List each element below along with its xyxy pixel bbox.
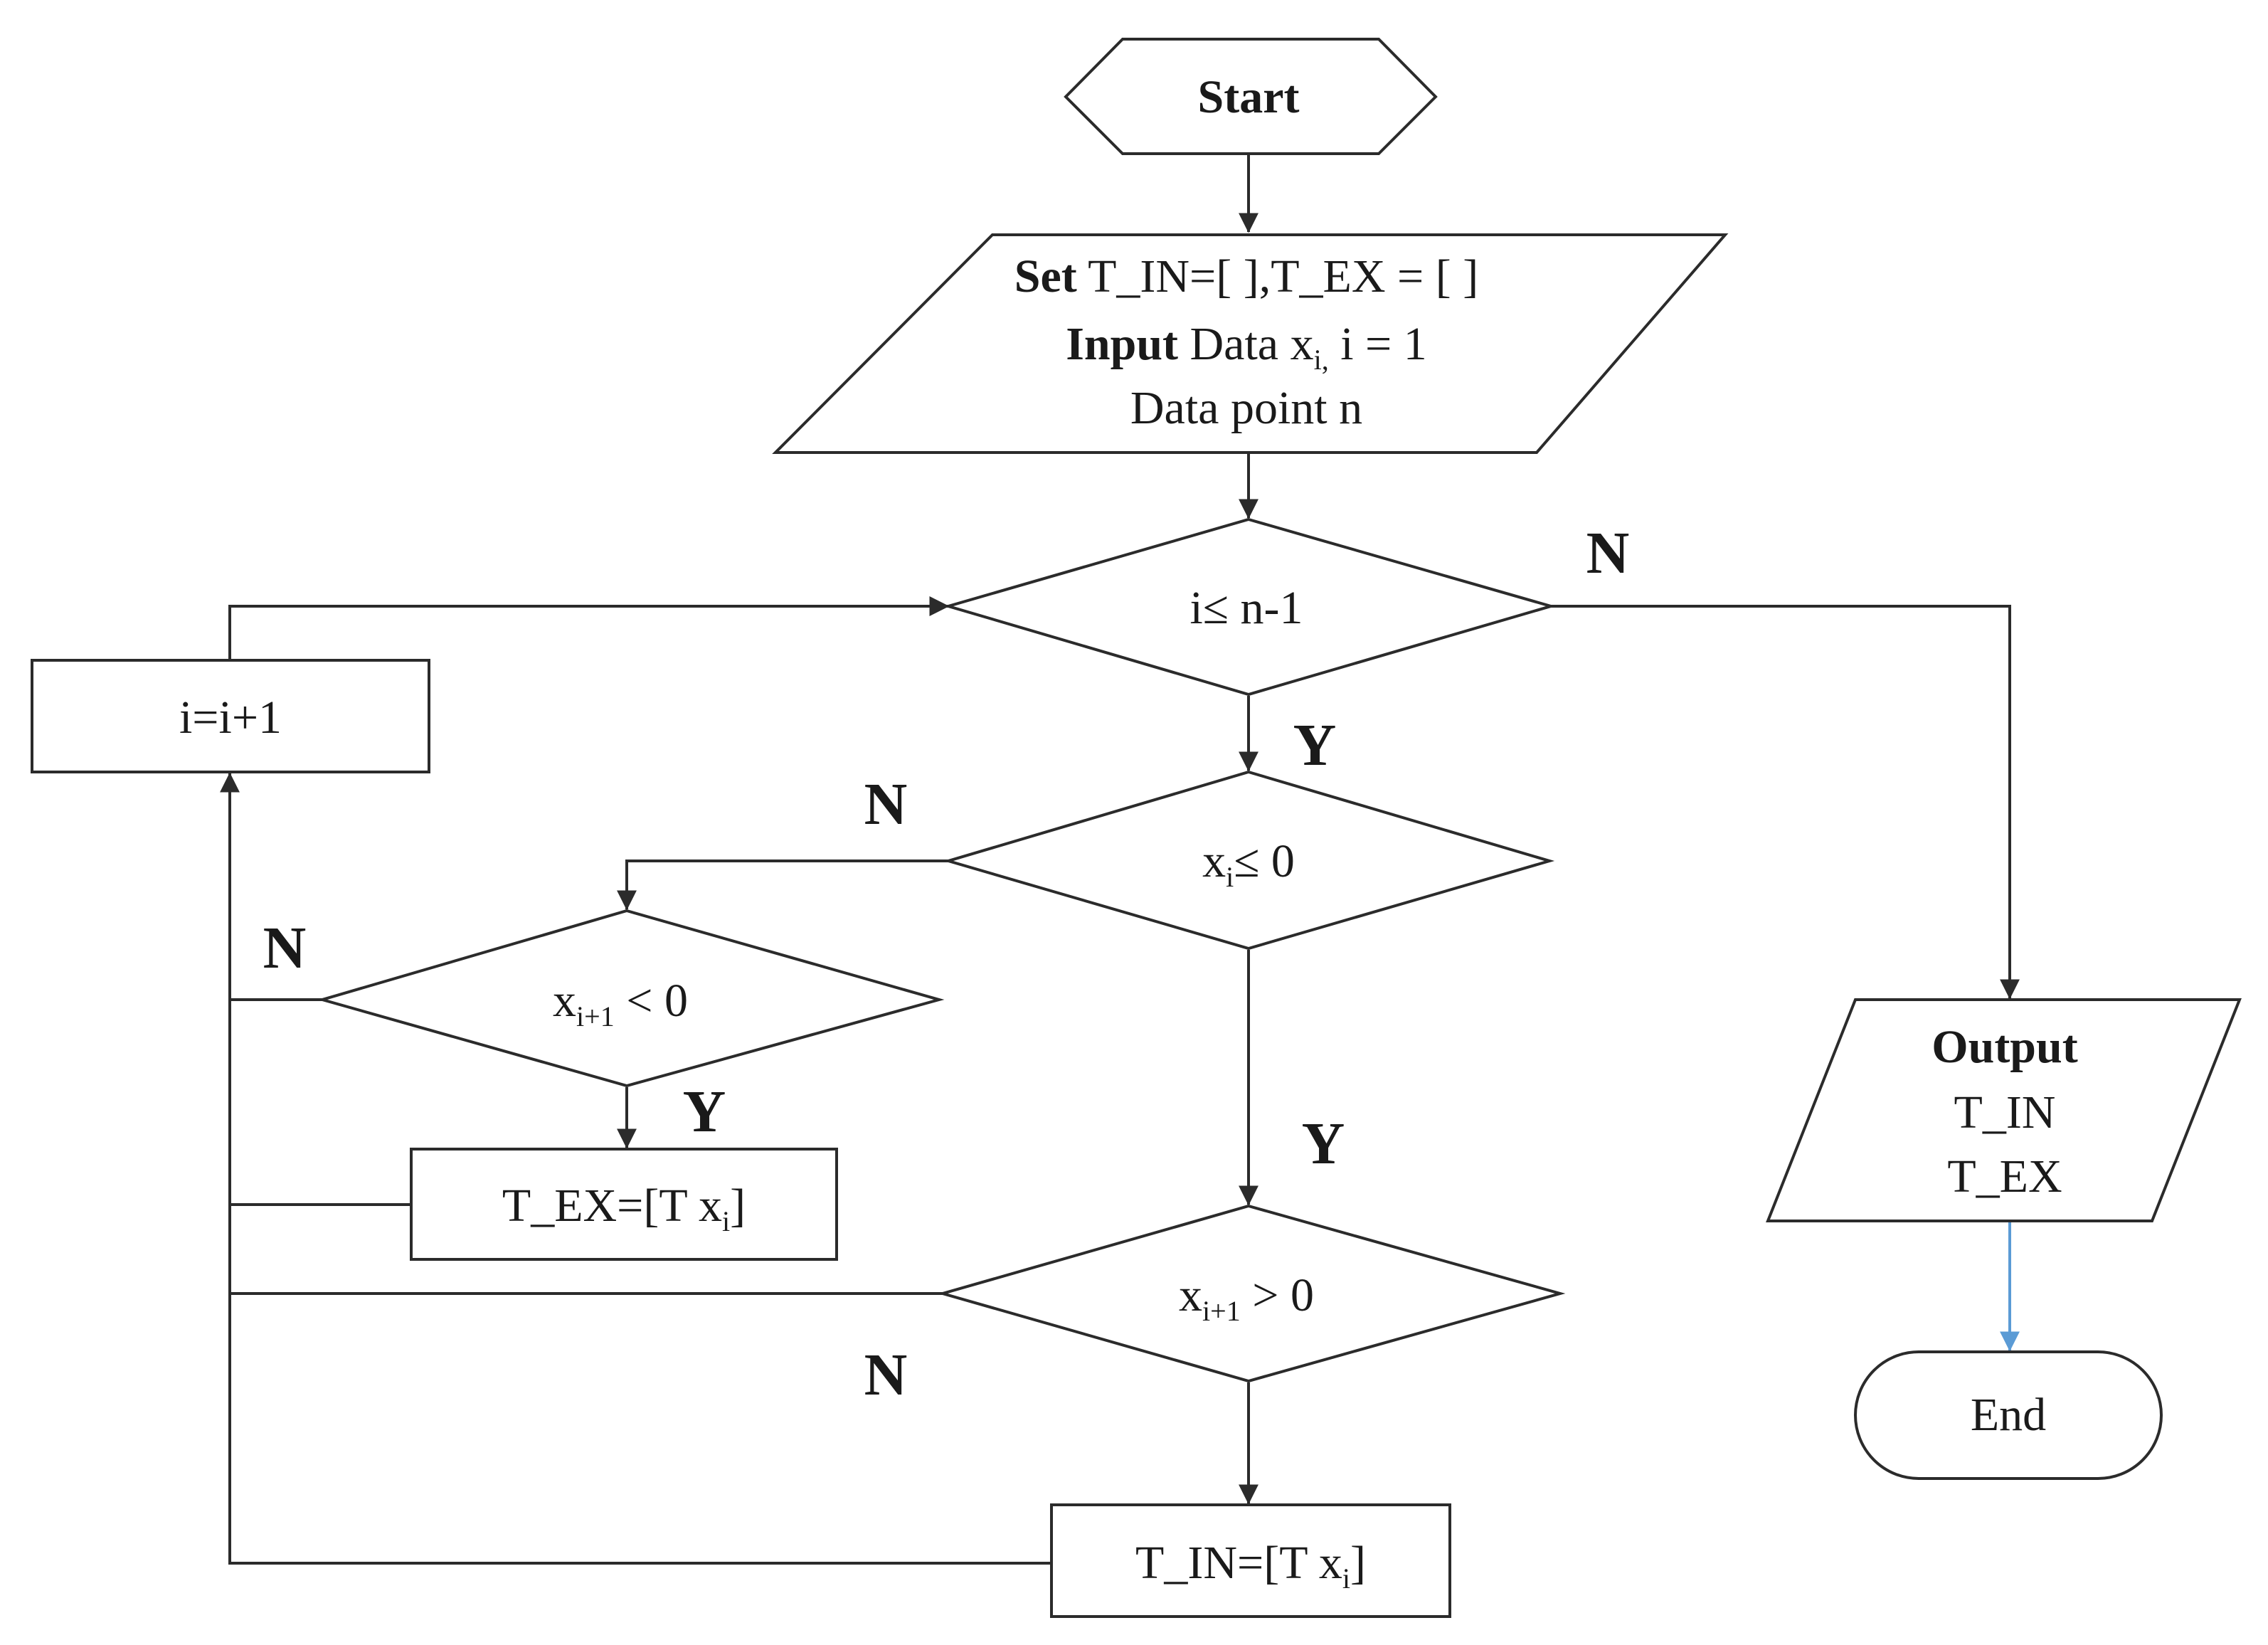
output-line3: T_EX	[1947, 1151, 2062, 1202]
assign-ex-process[interactable]: T_EX=[T xi]	[410, 1148, 838, 1261]
next-pos-no-label: N	[864, 1342, 908, 1408]
assign-in-process[interactable]: T_IN=[T xi]	[1050, 1503, 1451, 1618]
next-neg-yes-label: Y	[683, 1079, 726, 1145]
next-positive-label: xi+1 > 0	[1179, 1269, 1314, 1327]
loop-no-label: N	[1586, 520, 1630, 586]
loop-condition-label: i≤ n-1	[1189, 582, 1303, 634]
output-line2: T_IN	[1954, 1086, 2056, 1138]
end-label: End	[1971, 1389, 2046, 1441]
assign-in-label: T_IN=[T xi]	[1135, 1537, 1366, 1594]
output-keyword: Output	[1931, 1021, 2077, 1073]
xi-yes-label: Y	[1302, 1111, 1345, 1177]
increment-label: i=i+1	[179, 692, 282, 744]
init-line2: Input Data xi, i = 1	[1066, 318, 1427, 376]
init-line3: Data point n	[1130, 382, 1362, 434]
assign-ex-label: T_EX=[T xi]	[502, 1180, 746, 1237]
xi-condition-label: xi≤ 0	[1202, 835, 1295, 893]
arrow-loop-no-to-output	[1551, 605, 2020, 1000]
output-block[interactable]: Output T_IN T_EX	[1766, 998, 2242, 1222]
arrow-increment-to-loop	[228, 596, 950, 660]
arrow-return-to-increment	[220, 772, 1051, 1565]
next-negative-decision[interactable]: xi+1 < 0	[317, 909, 945, 1088]
next-negative-label: xi+1 < 0	[553, 975, 688, 1032]
end-terminal[interactable]: End	[1854, 1350, 2163, 1480]
next-positive-decision[interactable]: xi+1 > 0	[937, 1204, 1566, 1383]
loop-yes-label: Y	[1293, 712, 1337, 778]
next-neg-no-label: N	[263, 915, 307, 981]
start-terminal[interactable]: Start	[1064, 38, 1438, 155]
arrow-xi-no	[617, 859, 948, 911]
loop-condition-decision[interactable]: i≤ n-1	[943, 517, 1557, 697]
xi-condition-decision[interactable]: xi≤ 0	[943, 770, 1555, 951]
increment-process[interactable]: i=i+1	[31, 659, 430, 773]
init-line1: Set T_IN=[ ],T_EX = [ ]	[1014, 250, 1478, 302]
xi-no-label: N	[864, 771, 908, 837]
init-input-block[interactable]: Set T_IN=[ ],T_EX = [ ] Input Data xi, i…	[772, 233, 1729, 454]
start-label: Start	[1198, 71, 1300, 123]
